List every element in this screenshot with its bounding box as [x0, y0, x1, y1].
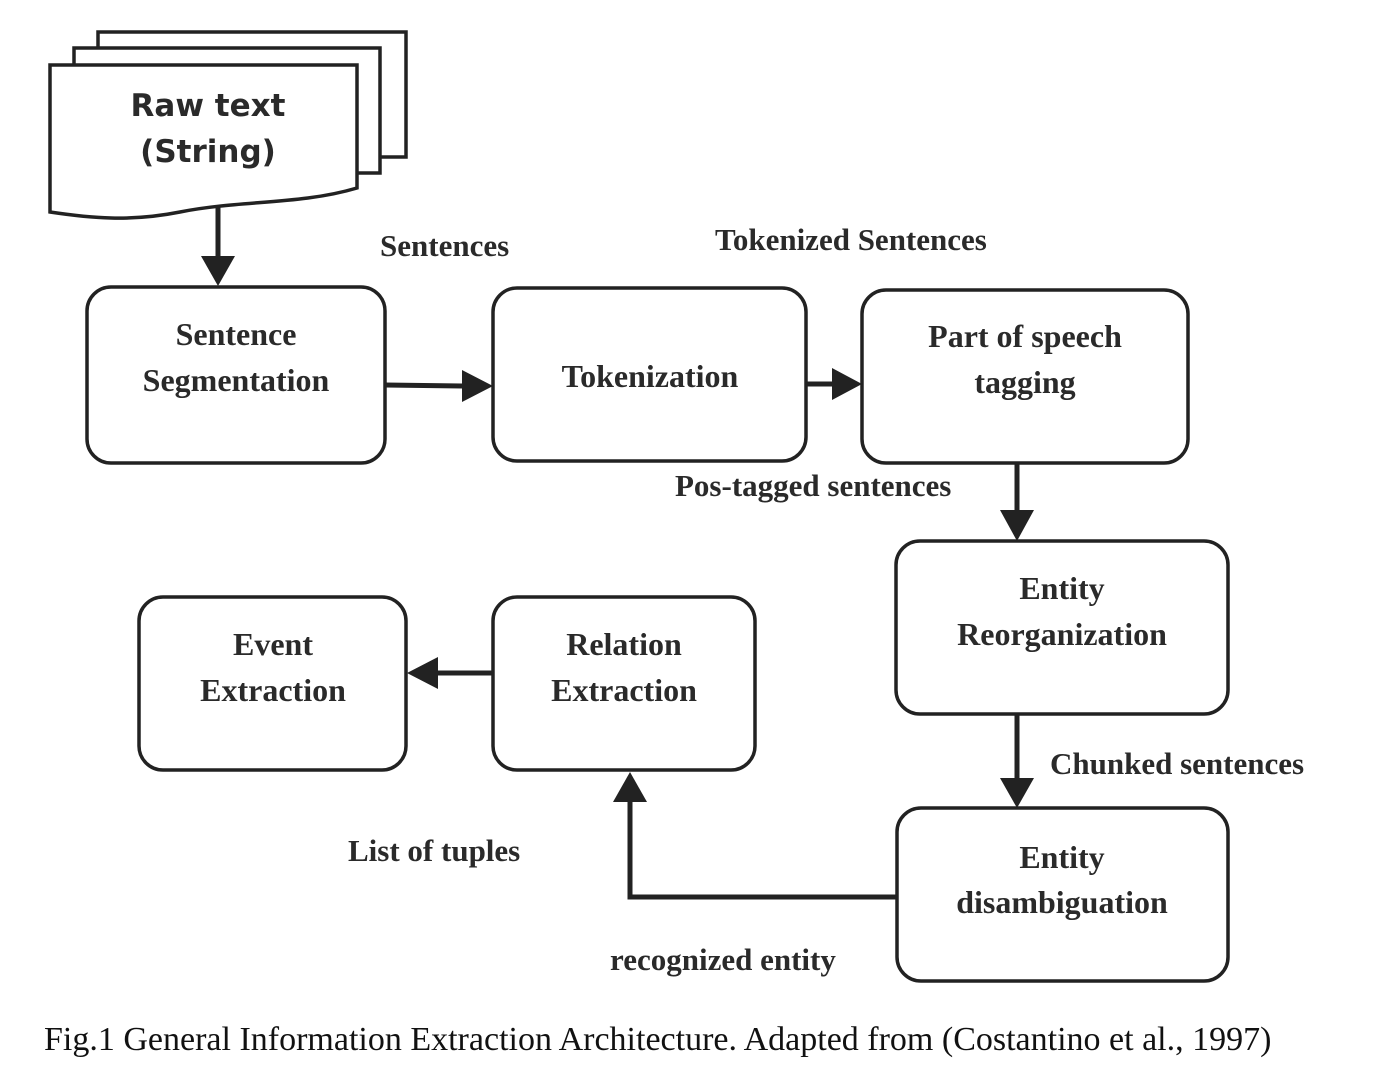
node-event-extraction: Event Extraction [137, 595, 408, 772]
node-label: Sentence [176, 316, 297, 352]
node-label: Part of speech [928, 318, 1122, 354]
arrowhead-right [832, 368, 862, 400]
node-label: Relation [566, 626, 682, 662]
arrowhead-up [613, 772, 647, 802]
arrowhead-down [201, 256, 235, 286]
node-label: Entity [1019, 570, 1104, 606]
process-box [491, 595, 757, 772]
process-box [860, 288, 1190, 465]
node-label: Extraction [551, 672, 697, 708]
node-label: Extraction [200, 672, 346, 708]
node-entity-reorganization: Entity Reorganization [894, 539, 1230, 716]
edge-label-chunked-sentences: Chunked sentences [1050, 746, 1304, 781]
node-sentence-segmentation: Sentence Segmentation [85, 285, 387, 465]
raw-text-label: Raw text [131, 88, 286, 124]
raw-text-document-stack: Raw text (String) [48, 30, 408, 220]
arrow-disambiguation-to-relation [627, 802, 897, 900]
node-relation-extraction: Relation Extraction [491, 595, 757, 772]
node-label: Event [233, 626, 313, 662]
figure-caption: Fig.1 General Information Extraction Arc… [44, 1021, 1271, 1058]
node-tokenization: Tokenization [491, 286, 808, 463]
edge-label-pos-tagged-sentences: Pos-tagged sentences [675, 468, 951, 503]
node-label: disambiguation [956, 884, 1168, 920]
node-entity-disambiguation: Entity disambiguation [895, 806, 1230, 983]
edge-label-list-of-tuples: List of tuples [348, 833, 520, 868]
process-box [137, 595, 408, 772]
process-box [85, 285, 387, 465]
edge-label-tokenized-sentences: Tokenized Sentences [715, 222, 987, 257]
document-sheet-front [48, 63, 359, 220]
raw-text-type-label: (String) [140, 134, 276, 170]
connectors [201, 205, 1034, 900]
process-box [491, 286, 808, 463]
node-label: Segmentation [143, 362, 330, 398]
arrowhead-right [462, 370, 493, 402]
edge-label-recognized-entity: recognized entity [610, 942, 836, 977]
arrowhead-left [407, 657, 438, 689]
node-label: tagging [974, 364, 1075, 400]
node-label: Reorganization [957, 616, 1167, 652]
node-label: Tokenization [562, 358, 739, 394]
node-part-of-speech-tagging: Part of speech tagging [860, 288, 1190, 465]
process-box [894, 539, 1230, 716]
edge-label-sentences: Sentences [380, 228, 509, 263]
arrow-segmentation-to-tokenization [384, 382, 463, 389]
arrowhead-down [1000, 778, 1034, 808]
arrowhead-down [1000, 510, 1034, 541]
node-label: Entity [1019, 839, 1104, 875]
process-box [895, 806, 1230, 983]
